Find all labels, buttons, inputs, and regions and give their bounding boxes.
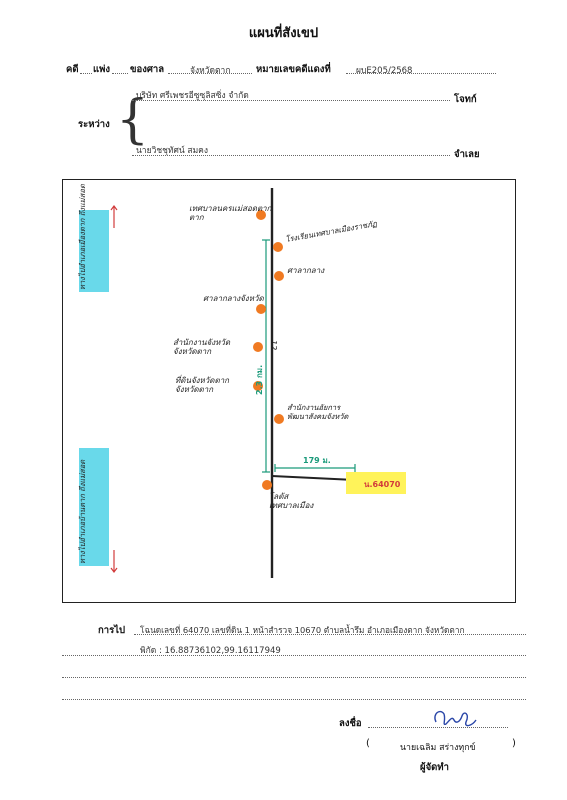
highlight-yellow — [346, 472, 406, 494]
landmark-dot — [274, 271, 284, 281]
dotted-line — [112, 73, 128, 74]
goto-value: โฉนดเลขที่ 64070 เลขที่ดิน 1 หน้าสำรวจ 1… — [140, 625, 465, 635]
between-label: ระหว่าง — [78, 119, 110, 130]
sign-label: ลงชื่อ — [339, 718, 362, 729]
dotted-line — [368, 727, 508, 728]
landmark-dot — [253, 342, 263, 352]
landmark-prov-office: สำนักงานจังหวัด จังหวัดตาก — [173, 338, 231, 357]
red-case-label: หมายเลขคดีแดงที่ — [256, 64, 331, 75]
distance-vertical-label: 2.3 กม. — [255, 364, 264, 395]
up-arrow-head — [110, 205, 118, 211]
map-frame: ทางไปอำเภอเมืองตาก ถึงแม่สอด ทางไปอำเภอบ… — [62, 179, 516, 603]
down-arrow-head — [110, 567, 118, 573]
signature-image — [434, 710, 477, 727]
landmark-land-office: ที่ดินจังหวัดตาก จังหวัดตาก — [175, 376, 230, 395]
case-label: คดี — [66, 64, 79, 75]
dotted-line — [80, 73, 92, 74]
landmark-right-mid: สำนักงานอัยการ พัฒนาสังคมจังหวัด — [287, 403, 349, 421]
target-label: น.64070 — [364, 480, 401, 489]
signer-name: นายเฉลิม สร่างทุกข์ — [400, 743, 476, 753]
landmark-office1: ศาลากลาง — [287, 266, 325, 275]
landmark-top-left: เทศบาลนครแม่สอดตาก ตาก — [189, 204, 272, 223]
defendant-name: นายวิชชุทัศน์ สมคง — [136, 146, 209, 156]
dotted-line — [134, 634, 526, 635]
map-lines — [110, 188, 356, 578]
dotted-line — [168, 73, 252, 74]
highlight-cyan — [79, 210, 109, 292]
dotted-line — [62, 677, 526, 678]
close-paren: ) — [512, 738, 516, 749]
dotted-line — [132, 155, 450, 156]
goto-label: การไป — [98, 625, 125, 636]
landmark-dot — [256, 304, 266, 314]
court-label: ของศาล — [130, 64, 165, 75]
plaintiff-role: โจทก์ — [454, 94, 477, 105]
red-case-value: ผบE205/2568 — [356, 66, 413, 76]
dotted-line — [346, 73, 496, 74]
dotted-line — [132, 100, 450, 101]
landmark-office2: ศาลากลางจังหวัด — [203, 294, 264, 303]
landmark-dot — [262, 480, 272, 490]
left-top-direction-text: ทางไปอำเภอเมืองตาก ถึงแม่สอด — [78, 184, 87, 290]
open-paren: ( — [366, 738, 370, 749]
landmark-dot — [256, 210, 266, 220]
page-title: แผนที่สังเขป — [248, 26, 319, 41]
landmark-dot — [273, 242, 283, 252]
dotted-line — [62, 655, 526, 656]
distance-horizontal-label: 179 ม. — [303, 456, 331, 465]
brace-symbol: { — [116, 90, 150, 150]
defendant-role: จำเลย — [454, 149, 480, 160]
signer-role: ผู้จัดทำ — [420, 762, 449, 773]
plaintiff-name: บริษัท ศรีเพชรอีซูซุลิสซิ่ง จำกัด — [136, 91, 249, 101]
landmark-dot — [274, 414, 284, 424]
highlight-cyan — [79, 448, 109, 566]
dotted-line — [62, 699, 526, 700]
case-type-label: แพ่ง — [93, 64, 111, 75]
left-bottom-direction-text: ทางไปอำเภอบ้านตาก ถึงแม่สอด — [78, 459, 87, 564]
court-value: จังหวัดตาก — [190, 66, 231, 76]
landmark-dot — [253, 381, 263, 391]
branch-road-line — [271, 475, 356, 481]
road-label: 12 — [269, 340, 278, 351]
landmark-bottom: โลตัส เทศบาลเมือง — [269, 492, 314, 511]
coordinates-value: พิกัด : 16.88736102,99.16117949 — [140, 646, 281, 656]
